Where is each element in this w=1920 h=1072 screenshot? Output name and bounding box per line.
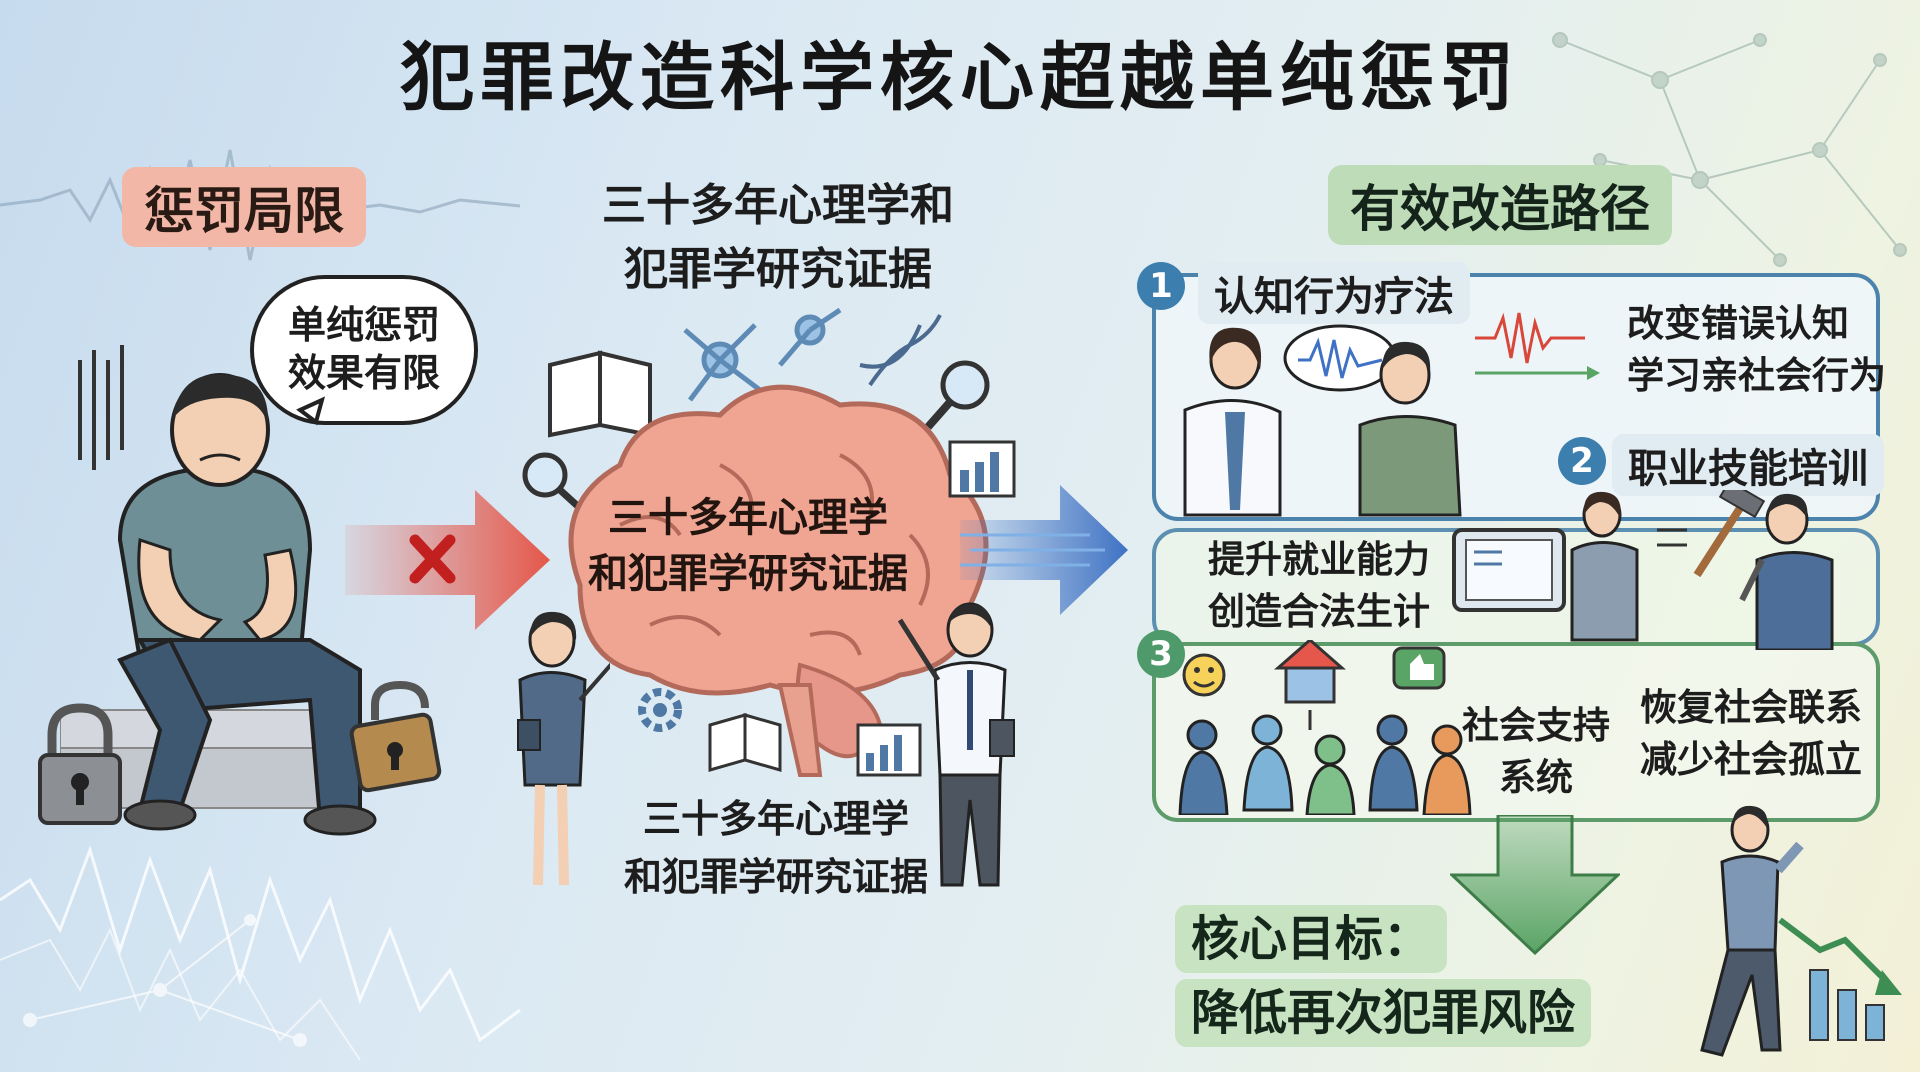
step-3-label-line-2: 系统	[1499, 756, 1573, 799]
step-3-desc-line-1: 恢复社会联系	[1640, 686, 1862, 729]
x-mark-icon	[409, 534, 456, 584]
bar-chart-icon	[948, 440, 1016, 498]
bubble-line-1: 单纯惩罚	[287, 303, 440, 347]
tablet-icon	[1452, 528, 1566, 612]
step-2-number: 2	[1558, 437, 1606, 485]
waveform-bottom-left	[0, 845, 521, 1043]
brain-caption-line-1: 三十多年心理学	[608, 495, 888, 541]
waveform-bottom-left-2	[0, 927, 361, 1061]
green-arrow	[1450, 815, 1620, 955]
page-title: 犯罪改造科学核心超越单纯惩罚	[400, 35, 1520, 121]
red-arrow	[345, 490, 550, 630]
dna-icon	[859, 314, 942, 387]
man-researcher-illustration	[897, 602, 1015, 887]
research-title-line-1: 三十多年心理学和	[602, 180, 954, 231]
smiley-icon	[1182, 653, 1226, 697]
step-3-label-line-1: 社会支持	[1462, 704, 1610, 747]
bar-chart-icon	[856, 723, 922, 777]
research-title-line-2: 犯罪学研究证据	[624, 244, 932, 295]
speech-bubble-icon	[1283, 324, 1397, 392]
step-2-description: 提升就业能力 创造合法生计	[1208, 534, 1430, 638]
brain-icon	[568, 384, 989, 777]
book-icon	[548, 350, 652, 438]
research-bottom-line-2: 和犯罪学研究证据	[623, 855, 928, 899]
step-3-label: 社会支持 系统	[1462, 700, 1610, 804]
step-3-desc-line-2: 减少社会孤立	[1640, 738, 1862, 781]
padlock-icon	[38, 703, 122, 825]
social-support-illustration	[1178, 640, 1472, 815]
step-1-desc-line-2: 学习亲社会行为	[1627, 354, 1886, 397]
step-2-label: 职业技能培训	[1612, 434, 1884, 496]
neuron-icon	[683, 307, 842, 402]
people-circle-icon	[1178, 714, 1472, 815]
core-goal-label: 核心目标：	[1175, 905, 1448, 973]
research-bottom-line-1: 三十多年心理学	[642, 797, 909, 841]
step-3-number: 3	[1137, 630, 1185, 678]
step-1-desc-line-1: 改变错误认知	[1627, 302, 1849, 345]
woman-researcher-illustration	[517, 611, 610, 886]
waveform-arrow-icon	[1475, 312, 1600, 380]
blue-arrow	[960, 485, 1128, 615]
brain-caption-line-2: 和犯罪学研究证据	[588, 551, 908, 597]
step-1-label: 认知行为疗法	[1198, 262, 1470, 324]
step-2-desc-line-1: 提升就业能力	[1208, 538, 1430, 581]
hammer-icon	[1693, 490, 1766, 578]
gear-icon	[638, 688, 682, 732]
punishment-limits-tag: 惩罚局限	[122, 167, 366, 247]
core-goal-text: 降低再次犯罪风险	[1175, 979, 1592, 1047]
research-evidence-bottom: 三十多年心理学 和犯罪学研究证据	[596, 790, 956, 906]
walking-man-illustration	[1700, 805, 1902, 1057]
network-bottom-left	[23, 914, 307, 1047]
speech-bubble: 单纯惩罚 效果有限	[250, 275, 478, 425]
step-2-desc-line-2: 创造合法生计	[1208, 590, 1430, 633]
declining-chart-icon	[1778, 917, 1902, 1041]
core-goal: 核心目标： 降低再次犯罪风险	[1175, 905, 1592, 1053]
effective-path-tag: 有效改造路径	[1328, 165, 1672, 245]
wrench-icon	[1739, 558, 1765, 602]
research-evidence-title: 三十多年心理学和 犯罪学研究证据	[568, 174, 988, 302]
step-1-number: 1	[1137, 262, 1185, 310]
brain-caption: 三十多年心理学 和犯罪学研究证据	[578, 490, 918, 602]
vocational-training-illustration	[1452, 490, 1834, 650]
magnifier-icon	[924, 360, 990, 430]
bubble-line-2: 效果有限	[287, 351, 440, 395]
therapy-session-illustration	[1183, 324, 1462, 517]
magnifier-icon	[522, 452, 585, 513]
open-padlock-icon	[349, 680, 442, 793]
step-1-description: 改变错误认知 学习亲社会行为	[1627, 298, 1886, 402]
brain-illustration	[522, 307, 990, 777]
thumbs-up-icon	[1392, 646, 1446, 690]
step-3-description: 恢复社会联系 减少社会孤立	[1640, 682, 1862, 786]
house-icon	[1274, 640, 1346, 730]
book-icon	[708, 713, 782, 772]
